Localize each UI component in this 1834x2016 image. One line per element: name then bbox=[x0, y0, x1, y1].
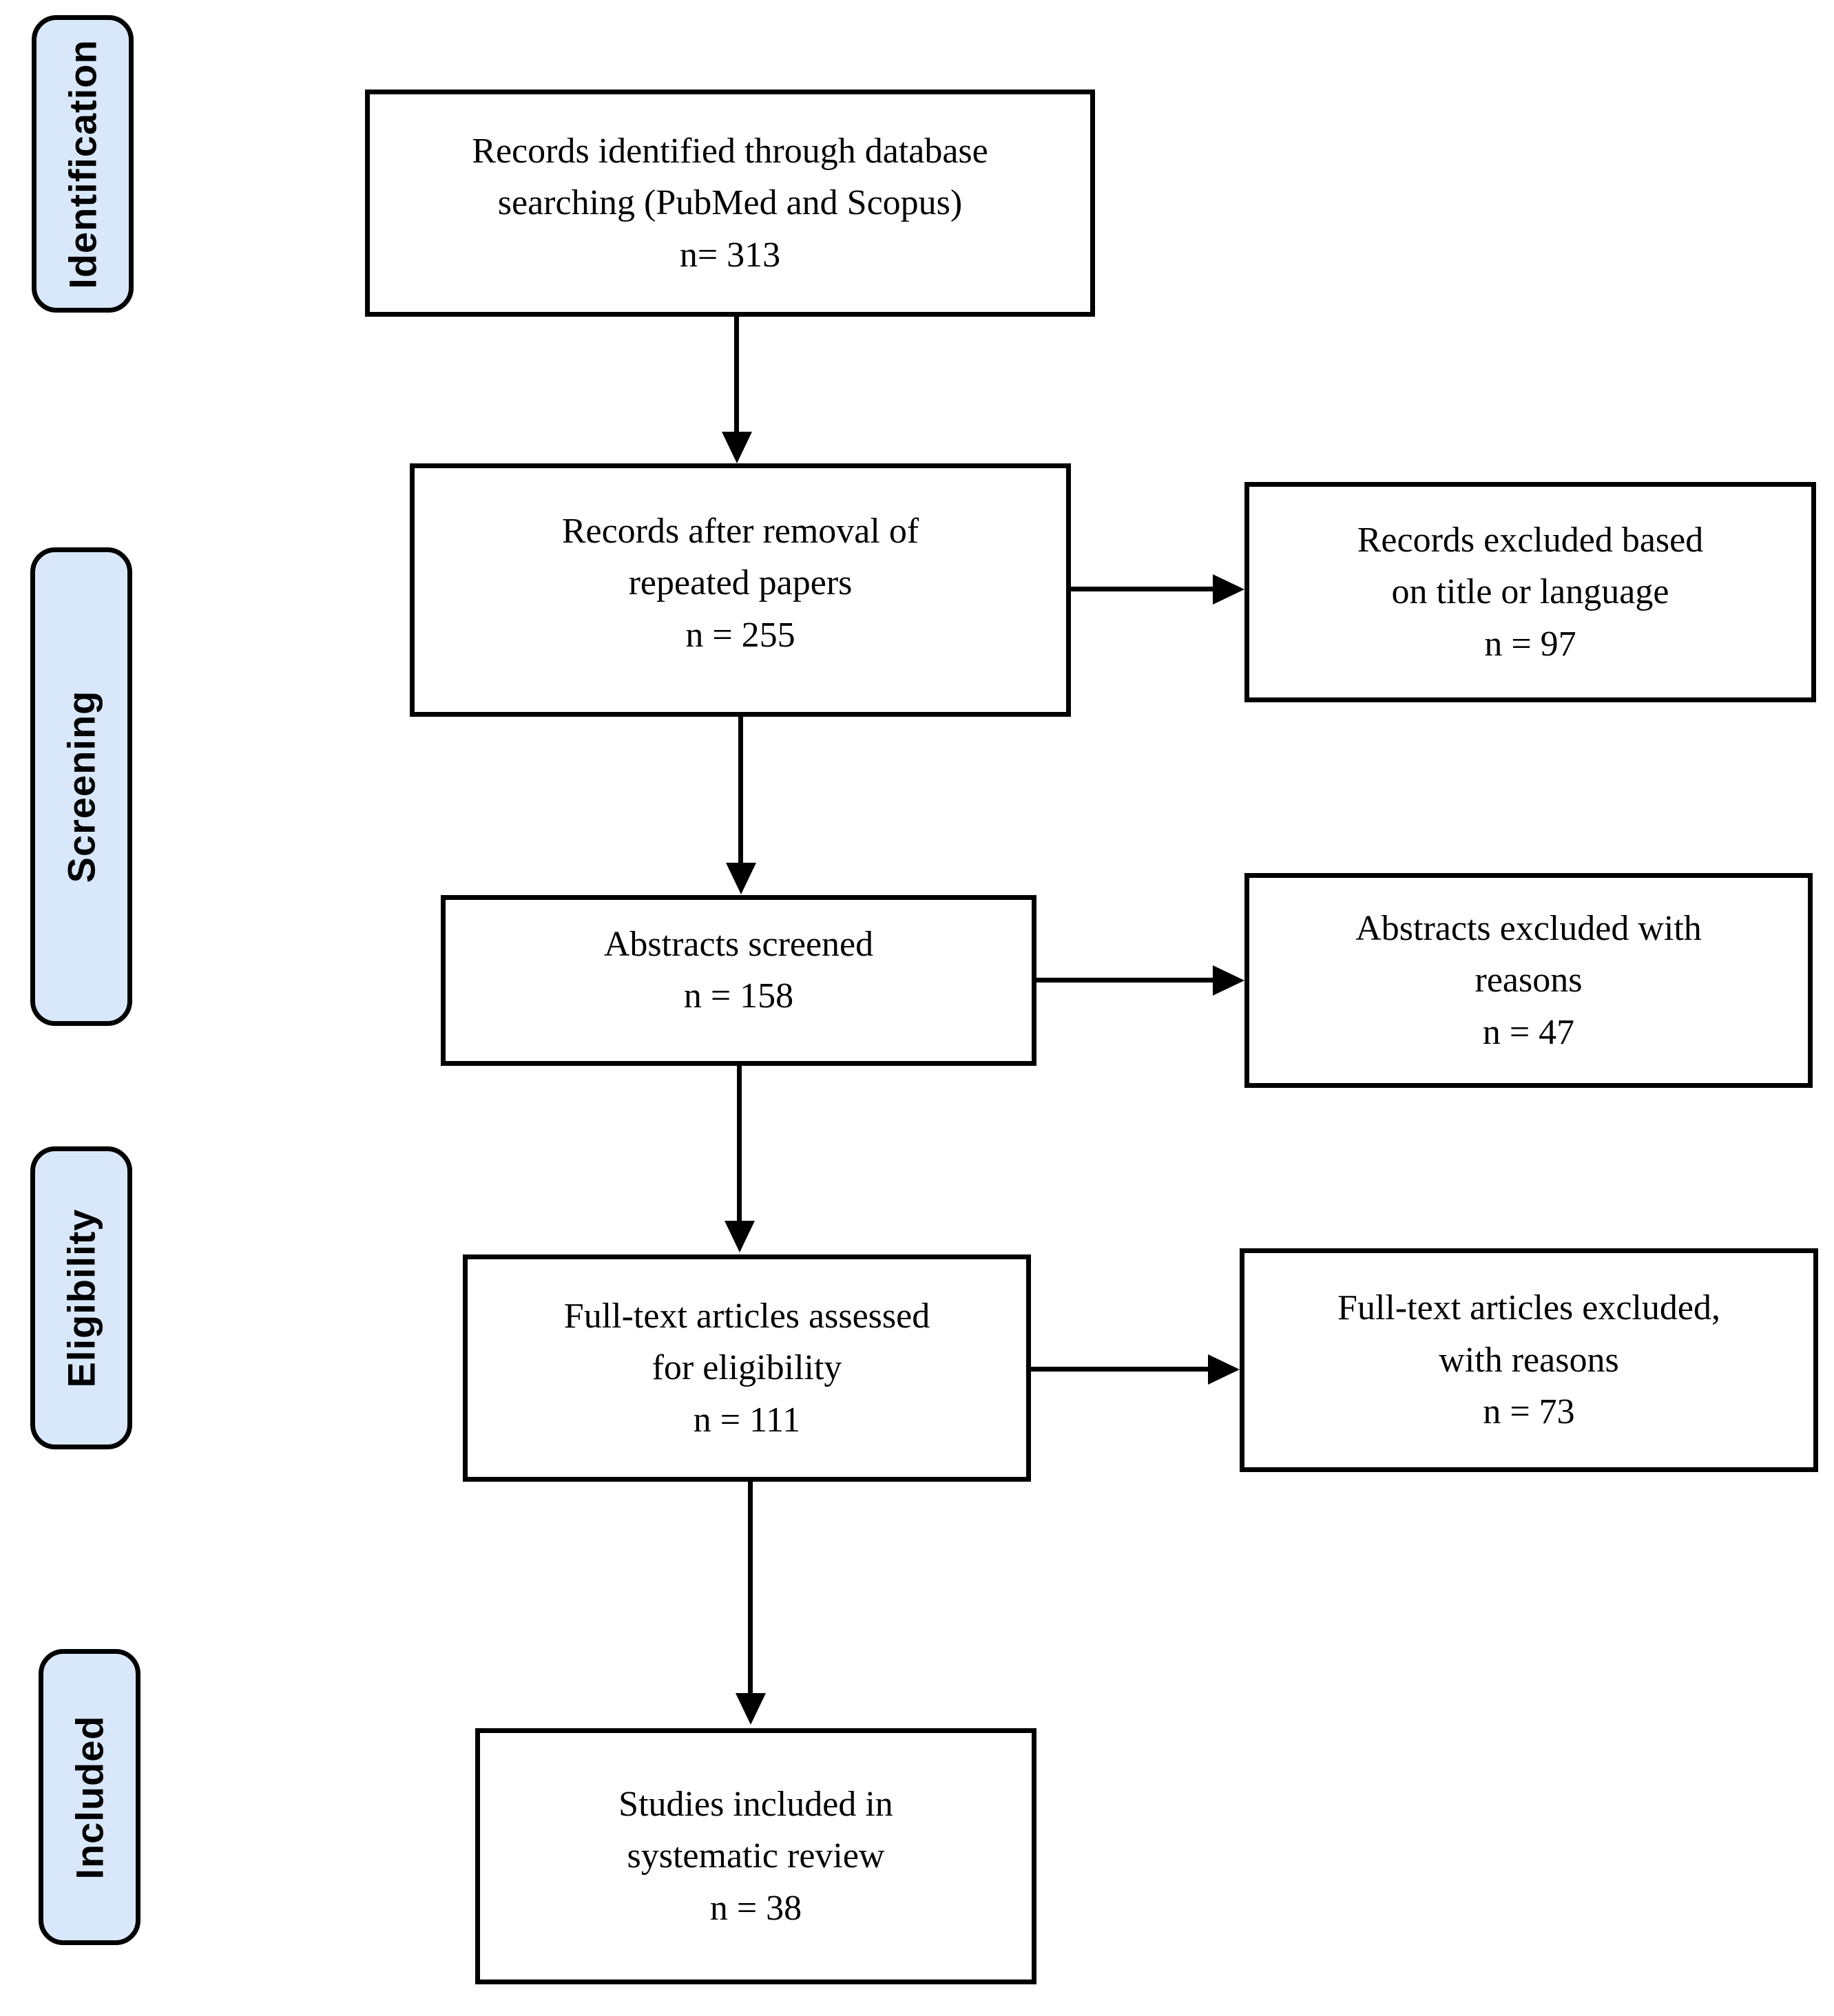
count-line: n = 97 bbox=[1484, 624, 1576, 664]
text-line: Full-text articles assessed bbox=[563, 1296, 930, 1336]
stage-eligibility-label: Eligibility bbox=[59, 1208, 103, 1387]
stage-included: Included bbox=[39, 1649, 140, 1945]
right-arrow-icon bbox=[1208, 1354, 1240, 1385]
box-abstracts-excluded: Abstracts excluded with reasons n = 47 bbox=[1244, 873, 1813, 1088]
down-line bbox=[738, 717, 743, 865]
count-line: n = 38 bbox=[709, 1888, 802, 1928]
stage-eligibility: Eligibility bbox=[30, 1146, 132, 1449]
down-arrow-icon bbox=[736, 1693, 766, 1725]
box-studies-included: Studies included in systematic review n … bbox=[475, 1728, 1036, 1984]
down-line bbox=[737, 1066, 742, 1223]
text-line: Records excluded based bbox=[1357, 520, 1704, 560]
count-line: n = 73 bbox=[1483, 1392, 1575, 1432]
box-records-after-removal-text: Records after removal of repeated papers… bbox=[562, 505, 919, 675]
box-records-excluded-text: Records excluded based on title or langu… bbox=[1357, 514, 1703, 670]
right-arrow-icon bbox=[1213, 574, 1244, 605]
text-line: Full-text articles excluded, bbox=[1337, 1288, 1720, 1328]
right-arrow-icon bbox=[1213, 965, 1244, 996]
box-records-after-removal: Records after removal of repeated papers… bbox=[410, 463, 1071, 717]
stage-identification-label: Identification bbox=[61, 39, 105, 289]
text-line: reasons bbox=[1475, 960, 1583, 1000]
count-line: n= 313 bbox=[679, 235, 781, 275]
box-studies-included-text: Studies included in systematic review n … bbox=[618, 1778, 893, 1934]
stage-included-label: Included bbox=[67, 1714, 112, 1880]
down-arrow-icon bbox=[726, 863, 756, 894]
text-line: Abstracts screened bbox=[603, 924, 874, 964]
text-line: repeated papers bbox=[628, 563, 853, 603]
box-fulltext-assessed: Full-text articles assessed for eligibil… bbox=[463, 1254, 1031, 1482]
stage-screening: Screening bbox=[30, 547, 132, 1026]
box-records-identified-text: Records identified through database sear… bbox=[472, 125, 988, 281]
box-abstracts-screened: Abstracts screened n = 158 bbox=[441, 895, 1036, 1066]
text-line: for eligibility bbox=[652, 1348, 842, 1388]
count-line: n = 255 bbox=[685, 615, 795, 655]
text-line: Records identified through database bbox=[472, 131, 988, 171]
box-fulltext-assessed-text: Full-text articles assessed for eligibil… bbox=[564, 1290, 930, 1446]
text-line: Studies included in bbox=[618, 1784, 893, 1824]
text-line: systematic review bbox=[627, 1836, 885, 1876]
box-abstracts-excluded-text: Abstracts excluded with reasons n = 47 bbox=[1355, 903, 1702, 1058]
right-line bbox=[1071, 587, 1216, 591]
count-line: n = 158 bbox=[683, 976, 794, 1016]
text-line: with reasons bbox=[1439, 1340, 1619, 1380]
box-fulltext-excluded-text: Full-text articles excluded, with reason… bbox=[1337, 1282, 1720, 1438]
text-line: on title or language bbox=[1391, 572, 1669, 612]
box-records-identified: Records identified through database sear… bbox=[365, 90, 1095, 317]
right-line bbox=[1031, 1367, 1210, 1372]
text-line: searching (PubMed and Scopus) bbox=[497, 183, 963, 223]
box-abstracts-screened-text: Abstracts screened n = 158 bbox=[604, 918, 873, 1043]
down-arrow-icon bbox=[722, 432, 752, 463]
stage-screening-label: Screening bbox=[59, 690, 103, 883]
down-line bbox=[748, 1482, 753, 1695]
right-line bbox=[1036, 978, 1216, 983]
count-line: n = 111 bbox=[693, 1400, 801, 1440]
box-records-excluded: Records excluded based on title or langu… bbox=[1244, 482, 1816, 702]
stage-identification: Identification bbox=[32, 15, 134, 313]
count-line: n = 47 bbox=[1482, 1012, 1575, 1052]
down-arrow-icon bbox=[725, 1221, 755, 1252]
down-line bbox=[734, 317, 739, 434]
text-line: Abstracts excluded with bbox=[1355, 908, 1702, 948]
text-line: Records after removal of bbox=[561, 511, 919, 551]
box-fulltext-excluded: Full-text articles excluded, with reason… bbox=[1240, 1248, 1818, 1472]
